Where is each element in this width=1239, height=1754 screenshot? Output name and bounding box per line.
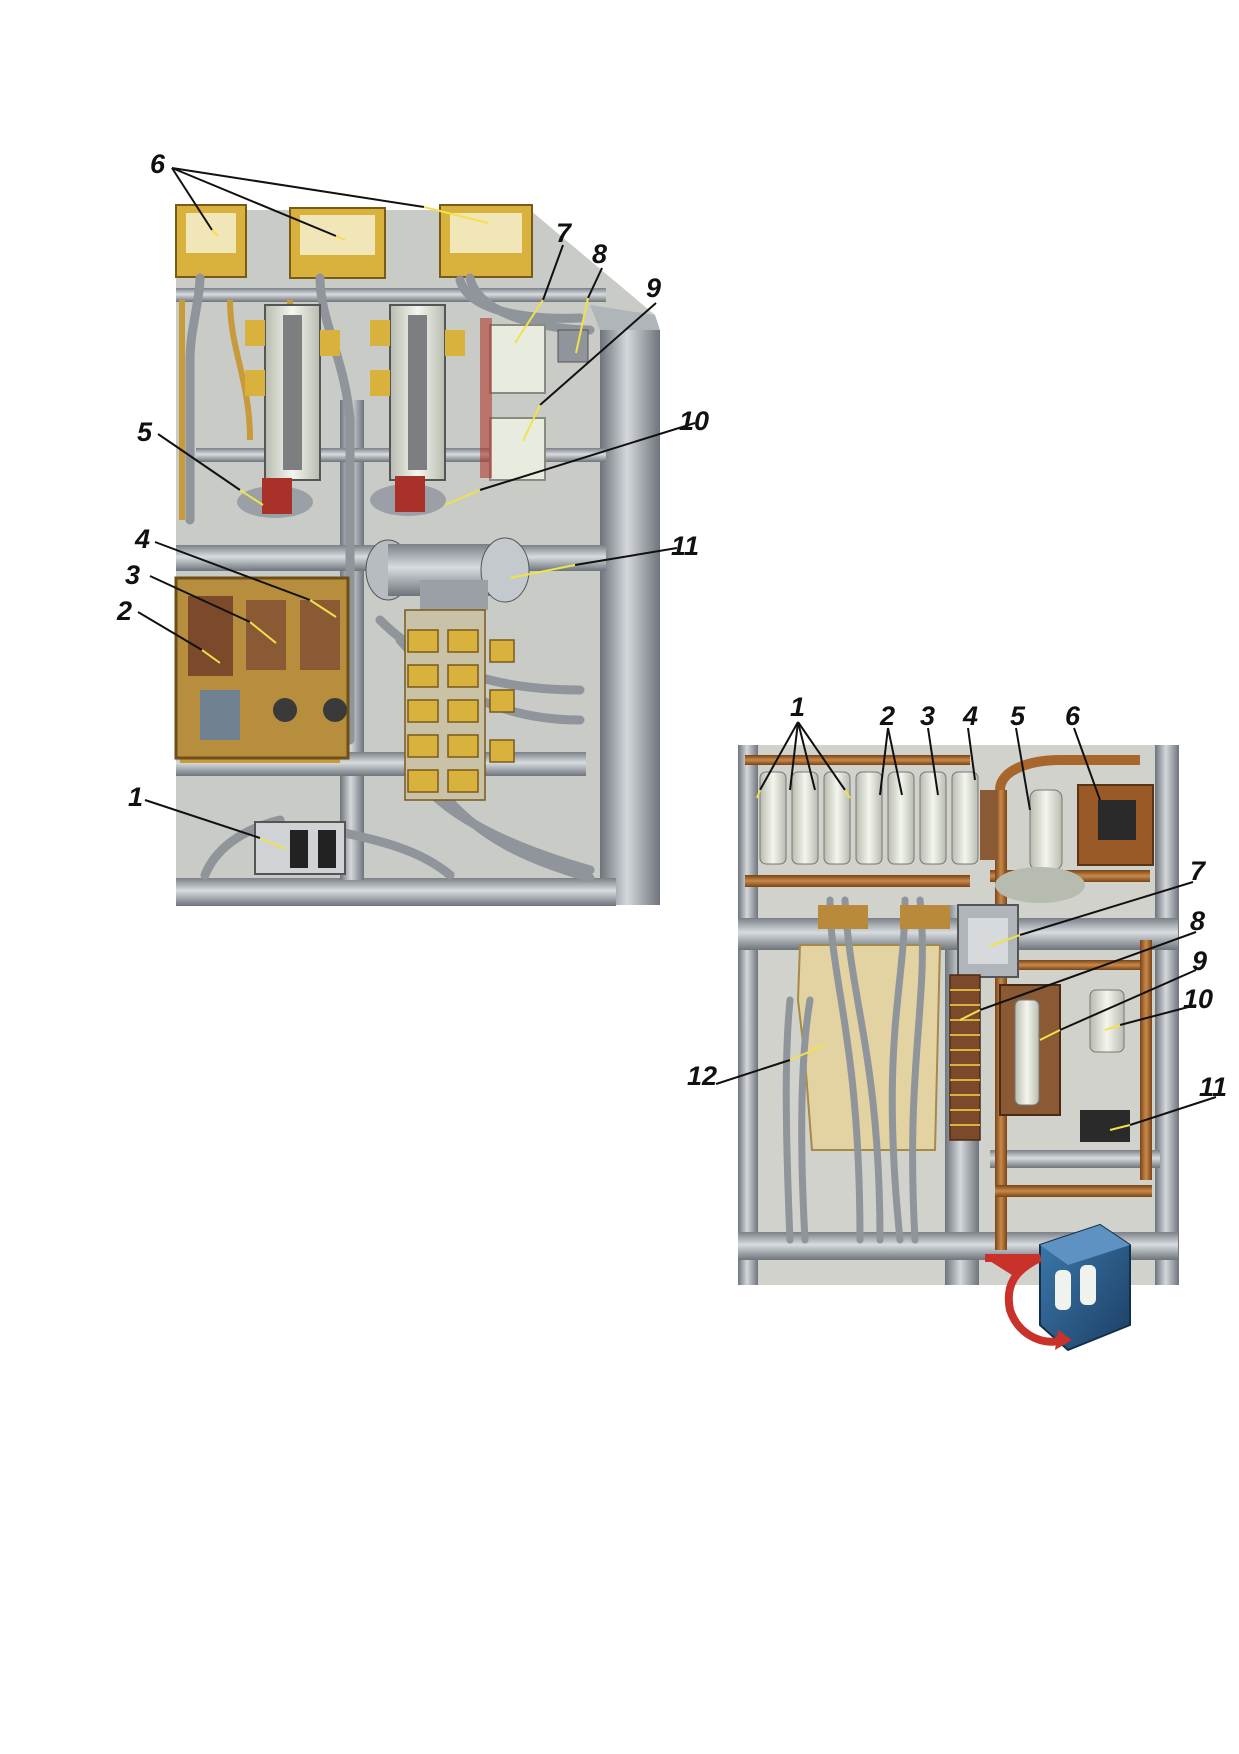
callout-right-10: 10 bbox=[1183, 984, 1213, 1014]
left-blowout-coils bbox=[237, 476, 446, 518]
left-crossbar-top bbox=[176, 288, 606, 302]
callout-left-1: 1 bbox=[128, 782, 143, 812]
right-contactor-box bbox=[957, 904, 1019, 978]
callout-left-4: 4 bbox=[134, 524, 150, 554]
callout-right-2: 2 bbox=[879, 701, 895, 731]
right-crossbar-lower bbox=[990, 1150, 1160, 1168]
left-terminal-stack bbox=[404, 609, 515, 801]
right-top-components bbox=[980, 784, 1154, 903]
callout-left-5: 5 bbox=[137, 417, 153, 447]
left-relay-boxes bbox=[480, 318, 589, 481]
callout-right-1: 1 bbox=[790, 692, 805, 722]
callout-right-7: 7 bbox=[1190, 856, 1207, 886]
left-main-column bbox=[600, 330, 660, 905]
callout-left-9: 9 bbox=[646, 273, 661, 303]
red-flow-arrow bbox=[985, 1254, 1072, 1350]
callout-right-5: 5 bbox=[1010, 701, 1026, 731]
callout-left-11: 11 bbox=[671, 531, 699, 561]
left-horizontal-cylinder bbox=[365, 537, 530, 610]
left-callout-numbers: 6 7 8 9 10 5 4 11 3 2 1 bbox=[116, 149, 709, 812]
left-base-rail bbox=[176, 878, 616, 906]
callout-right-4: 4 bbox=[962, 701, 978, 731]
right-panel-illustration bbox=[738, 745, 1179, 1352]
right-cable-tray bbox=[782, 896, 950, 1244]
right-fuse-row bbox=[759, 771, 979, 865]
callout-left-10: 10 bbox=[679, 406, 709, 436]
left-leader-lines bbox=[137, 167, 696, 850]
callout-right-8: 8 bbox=[1190, 906, 1205, 936]
callout-right-11: 11 bbox=[1199, 1072, 1227, 1102]
right-terminal-strip bbox=[949, 974, 981, 1141]
callout-left-2: 2 bbox=[116, 596, 132, 626]
left-vertical-contactors bbox=[245, 304, 465, 481]
callout-left-8: 8 bbox=[592, 239, 607, 269]
callout-left-3: 3 bbox=[125, 560, 140, 590]
external-cabinet-illustration bbox=[1039, 1223, 1131, 1352]
callout-right-6: 6 bbox=[1065, 701, 1081, 731]
left-column-cap bbox=[590, 305, 660, 330]
right-callout-numbers: 1 2 3 4 5 6 7 8 9 10 11 12 bbox=[687, 692, 1227, 1102]
callout-left-6: 6 bbox=[150, 149, 166, 179]
callout-right-12: 12 bbox=[687, 1061, 717, 1091]
callout-left-7: 7 bbox=[556, 218, 573, 248]
right-left-post bbox=[738, 745, 758, 1285]
callout-right-9: 9 bbox=[1192, 946, 1207, 976]
left-panel-illustration bbox=[174, 204, 660, 906]
left-bottom-breaker bbox=[254, 821, 346, 875]
left-terminal-blocks-top bbox=[175, 204, 533, 279]
right-leader-lines bbox=[715, 721, 1217, 1131]
left-lower-cabinet bbox=[174, 576, 350, 760]
callout-right-3: 3 bbox=[920, 701, 935, 731]
